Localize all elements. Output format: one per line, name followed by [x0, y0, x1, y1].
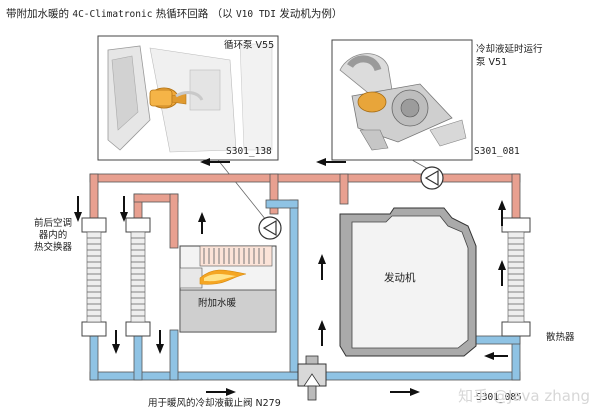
diagram-title: 带附加水暖的 4C-Climatronic 热循环回路 （以 V10 TDI 发… — [6, 8, 343, 20]
radiator — [501, 217, 531, 337]
watermark: 知乎 @Java zhang — [458, 387, 590, 405]
label-radiator: 散热器 — [546, 332, 575, 343]
code-s301-085: S301_085 — [476, 392, 522, 403]
flow-arrows — [74, 158, 508, 396]
circulation-pump-photo — [107, 43, 273, 153]
heat-exchanger-rear — [125, 217, 151, 337]
after-run-pump-photo — [339, 53, 467, 151]
label-engine: 发动机 — [384, 272, 416, 284]
engine — [339, 207, 477, 357]
label-aux-heater: 附加水暖 — [198, 298, 237, 309]
label-after-run-pump-line2: 泵 V51 — [476, 57, 508, 68]
hot-coolant-pipes — [89, 173, 521, 249]
label-shutoff-valve: 用于暖风的冷却液截止阀 N279 — [148, 398, 281, 409]
code-s301-081: S301_081 — [474, 146, 520, 157]
circulation-pump-symbol — [258, 216, 282, 240]
after-run-pump-symbol — [420, 166, 444, 190]
heat-exchanger-front — [81, 217, 107, 337]
label-after-run-pump-line1: 冷却液延时运行 — [476, 44, 543, 55]
auxiliary-heater — [179, 245, 277, 333]
label-heat-exchangers: 前后空调 器内的 热交换器 — [33, 218, 72, 253]
label-circulation-pump: 循环泵 V55 — [224, 40, 275, 51]
code-s301-138: S301_138 — [226, 146, 272, 157]
leader-line-circulation-pump — [217, 159, 267, 221]
shutoff-valve — [297, 355, 327, 401]
